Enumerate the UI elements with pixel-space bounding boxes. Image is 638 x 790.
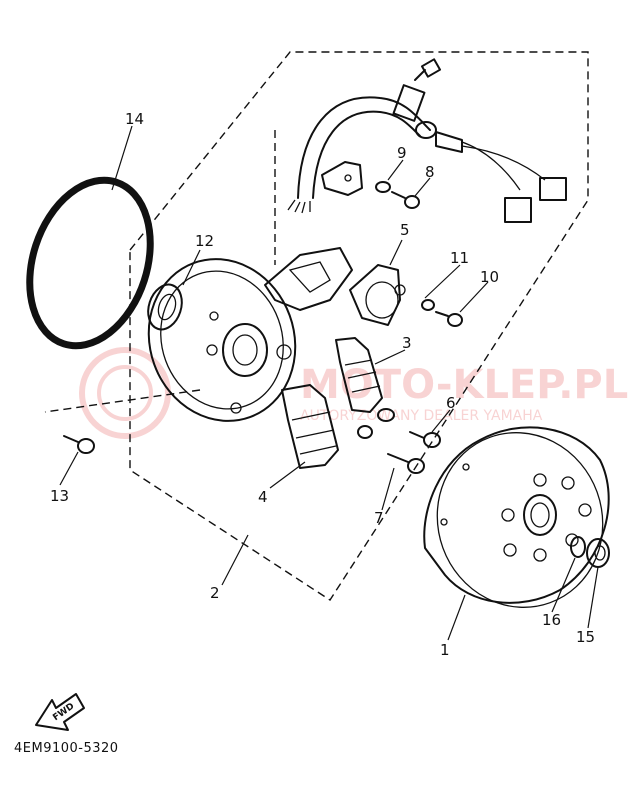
watermark-subtitle: AUTORYZOWANY DEALER YAMAHA (300, 408, 543, 424)
lighting-coil (281, 384, 373, 469)
screw-6 (409, 431, 441, 448)
charge-coil (335, 337, 395, 422)
callout-1: 1 (440, 641, 450, 659)
watermark-title: MOTO-KLEP.PL (300, 362, 628, 408)
callout-labels: 1 2 3 4 5 6 7 8 9 10 11 12 13 14 15 16 (50, 110, 595, 659)
oil-seal (147, 283, 183, 331)
screw-8 (391, 191, 420, 209)
washer-11 (421, 299, 435, 311)
leader-lines (59, 125, 599, 641)
part-code: 4EM9100-5320 (14, 741, 119, 756)
callout-2: 2 (210, 584, 220, 602)
callout-11: 11 (450, 249, 469, 267)
screw-7 (387, 453, 425, 474)
callout-13: 13 (50, 487, 69, 505)
callout-8: 8 (425, 163, 435, 181)
watermark: MOTO-KLEP.PL AUTORYZOWANY DEALER YAMAHA (79, 347, 628, 439)
callout-5: 5 (400, 221, 410, 239)
callout-4: 4 (258, 488, 268, 506)
wiring-harness (287, 58, 567, 223)
screw-13 (63, 435, 95, 454)
callout-6: 6 (446, 394, 456, 412)
callout-9: 9 (397, 144, 407, 162)
pickup-bracket (321, 161, 391, 196)
washer-16 (570, 536, 586, 558)
callout-14: 14 (125, 110, 144, 128)
o-ring (26, 176, 154, 350)
rotor-flywheel (423, 426, 610, 608)
callout-10: 10 (480, 268, 499, 286)
forward-arrow-icon: FWD (35, 693, 85, 731)
pickup-coil (349, 264, 406, 326)
screw-10 (435, 311, 463, 327)
callout-16: 16 (542, 611, 561, 629)
callout-7: 7 (374, 509, 384, 527)
stator-assembly-outline (129, 51, 589, 601)
callout-15: 15 (576, 628, 595, 646)
callout-3: 3 (402, 334, 412, 352)
callout-12: 12 (195, 232, 214, 250)
